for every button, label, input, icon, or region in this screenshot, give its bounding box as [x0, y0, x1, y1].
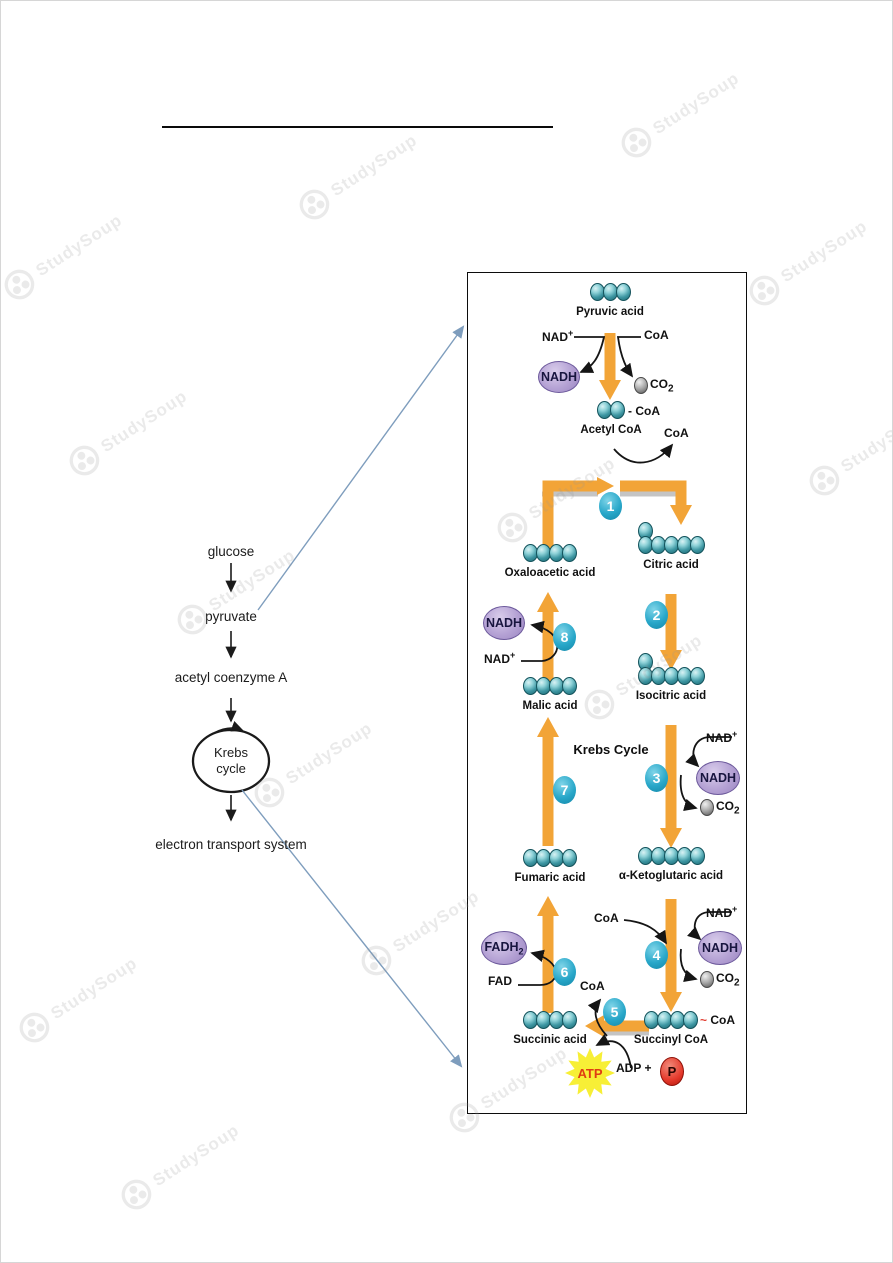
arrow-oxaloacetic-up: [542, 480, 598, 554]
callout-line-pyruvate-to-diagram: [257, 325, 465, 611]
flowchart-pyruvate-label: pyruvate: [205, 609, 257, 624]
fumaric-acid-balls: [523, 849, 577, 867]
carbon-ball: [683, 1011, 698, 1029]
co2-badge-step3: CO2: [700, 799, 740, 816]
flowchart-krebs-cycle-label: Krebs cycle: [214, 745, 248, 776]
succinyl-coa-balls: [644, 1011, 698, 1029]
step-6-badge: 6: [553, 958, 576, 986]
carbon-ball: [562, 677, 577, 695]
co2-badge-top: CO2: [634, 377, 674, 394]
succinyl-coa-attached-label: ~ CoA: [700, 1013, 736, 1027]
carbon-ball: [689, 847, 705, 865]
arrow-to-citric: [620, 480, 687, 507]
flowchart-glucose-label: glucose: [207, 544, 255, 559]
nad-plus-label-step8: NAD+: [484, 650, 516, 666]
nadh-badge-step3: NADH: [696, 761, 740, 795]
nad-plus-label-step3: NAD+: [706, 729, 738, 745]
krebs-cycle-title: Krebs Cycle: [573, 742, 649, 757]
nadh-badge-step8: NADH: [483, 606, 525, 640]
acetyl-coa-attached-label: - CoA: [628, 404, 660, 418]
orange-arrowheads: [537, 380, 692, 1037]
malic-acid-label: Malic acid: [522, 700, 578, 712]
co2-ball: [700, 799, 714, 817]
cofactor-arrows: [518, 336, 732, 1069]
co2-ball: [634, 377, 648, 395]
krebs-cycle-diagram: Pyruvic acid - CoA Acetyl CoA Oxaloaceti…: [467, 272, 747, 1114]
phosphate-badge: P: [660, 1057, 684, 1086]
oxaloacetic-acid-label: Oxaloacetic acid: [504, 567, 596, 579]
step-3-badge: 3: [645, 764, 668, 792]
pyruvic-acid-molecule: Pyruvic acid: [555, 283, 665, 318]
ketoglutaric-acid-balls: [637, 847, 705, 865]
carbon-ball: [562, 1011, 577, 1029]
ketoglutaric-acid-molecule: α-Ketoglutaric acid: [613, 847, 729, 882]
step-4-badge: 4: [645, 941, 668, 969]
carbon-ball: [562, 544, 577, 562]
acetyl-coa-balls: [597, 401, 625, 419]
malic-acid-molecule: Malic acid: [495, 677, 605, 712]
coa-label-top: CoA: [644, 328, 669, 342]
flowchart-electron-transport-label: electron transport system: [155, 837, 307, 852]
callout-line-krebs-to-diagram: [241, 789, 463, 1068]
coa-label-step5: CoA: [580, 979, 605, 993]
atp-label: ATP: [577, 1065, 603, 1081]
succinyl-coa-label: Succinyl CoA: [633, 1034, 709, 1046]
nad-plus-label-step4: NAD+: [706, 904, 738, 920]
co2-ball: [700, 971, 714, 989]
isocitric-acid-label: Isocitric acid: [635, 690, 707, 702]
succinic-acid-label: Succinic acid: [513, 1034, 587, 1046]
adp-plus-label: ADP +: [616, 1061, 652, 1075]
oxaloacetic-acid-molecule: Oxaloacetic acid: [495, 544, 605, 579]
step-2-badge: 2: [645, 601, 668, 629]
acetyl-coa-label: Acetyl CoA: [580, 424, 642, 436]
carbon-ball: [689, 667, 705, 685]
oxaloacetic-acid-balls: [523, 544, 577, 562]
isocitric-acid-balls: [637, 653, 705, 685]
ketoglutaric-acid-label: α-Ketoglutaric acid: [618, 870, 724, 882]
citric-acid-balls: [637, 522, 705, 554]
succinic-acid-molecule: Succinic acid: [495, 1011, 605, 1046]
carbon-ball: [615, 283, 631, 301]
fad-label: FAD: [488, 974, 512, 988]
co2-badge-step4: CO2: [700, 971, 740, 988]
pyruvic-acid-balls: [589, 283, 631, 301]
step-8-badge: 8: [553, 623, 576, 651]
fumaric-acid-molecule: Fumaric acid: [495, 849, 605, 884]
pyruvic-acid-label: Pyruvic acid: [576, 306, 644, 318]
krebs-cycle-ellipse: [191, 728, 271, 794]
step-1-badge: 1: [599, 492, 622, 520]
malic-acid-balls: [523, 677, 577, 695]
coa-label-step4: CoA: [594, 911, 619, 925]
fumaric-acid-label: Fumaric acid: [514, 872, 586, 884]
flowchart-acetyl-coenzyme-a-label: acetyl coenzyme A: [174, 670, 288, 685]
isocitric-acid-molecule: Isocitric acid: [616, 653, 726, 702]
title-underline: [162, 126, 553, 128]
fadh2-badge: FADH2: [481, 931, 527, 965]
carbon-ball: [610, 401, 625, 419]
carbon-ball: [562, 849, 577, 867]
succinic-acid-balls: [523, 1011, 577, 1029]
nad-plus-label-top: NAD+: [542, 328, 574, 344]
orange-arrows: [542, 333, 687, 1032]
nadh-badge-step4: NADH: [698, 931, 742, 965]
nadh-badge-top: NADH: [538, 361, 580, 393]
step-7-badge: 7: [553, 776, 576, 804]
citric-acid-label: Citric acid: [643, 559, 699, 571]
citric-acid-molecule: Citric acid: [616, 522, 726, 571]
succinyl-coa-molecule: ~ CoA Succinyl CoA: [618, 1011, 735, 1046]
step-5-badge: 5: [603, 998, 626, 1026]
coa-released-label: CoA: [664, 426, 689, 440]
carbon-ball: [689, 536, 705, 554]
acetyl-coa-molecule: - CoA Acetyl CoA: [556, 401, 666, 436]
diagram-arrows: [518, 333, 732, 1069]
